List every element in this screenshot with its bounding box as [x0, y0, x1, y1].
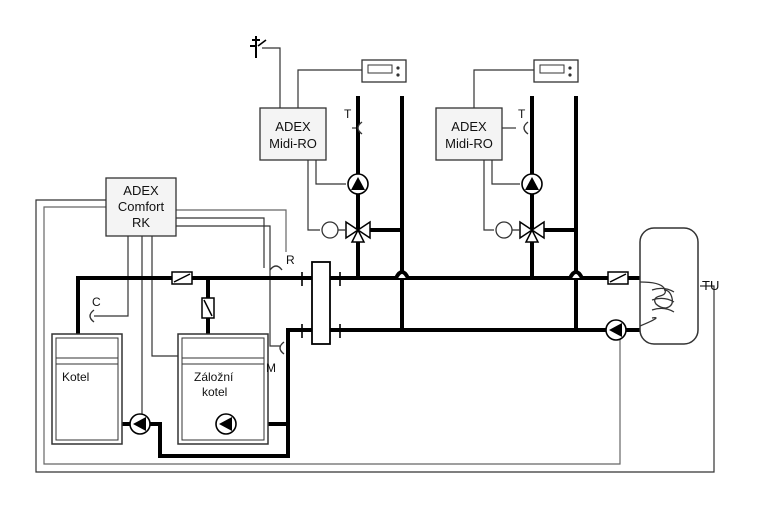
midi-right-line-2: Midi-RO [445, 136, 493, 151]
backup-check-valve [201, 297, 215, 319]
right-valve-wire [483, 160, 494, 231]
backup-boiler-label-2: kotel [202, 385, 227, 399]
midi-left-line-2: Midi-RO [269, 136, 317, 151]
left-t-sensor-label: T [344, 107, 352, 121]
r-sensor-wire [176, 217, 265, 268]
backup-boiler [177, 333, 269, 445]
tank-coil-turns [639, 287, 675, 327]
left-circuit-pump-icon [347, 173, 369, 195]
separator-flanges [301, 272, 341, 338]
left-mixing-valve-icon [321, 220, 371, 243]
midi-right-line-1: ADEX [451, 119, 487, 134]
right-circuit-pump-icon [521, 173, 543, 195]
backup-pump-icon [215, 413, 237, 435]
right-t-sensor-label: T [518, 107, 526, 121]
hydraulic-separator [311, 261, 331, 345]
tu-sensor-label: TU [702, 278, 719, 293]
r-sensor-icon [269, 265, 283, 271]
backup-boiler-wire [151, 236, 180, 357]
m-sensor-label: M [266, 361, 276, 375]
right-room-unit-wire [473, 69, 534, 108]
comfort-line-3: RK [132, 215, 150, 230]
left-room-unit [361, 59, 407, 83]
antenna-icon [250, 36, 267, 58]
comfort-line-2: Comfort [118, 199, 165, 214]
left-room-unit-wire [297, 69, 362, 108]
midi-left-line-1: ADEX [275, 119, 311, 134]
backup-boiler-label-1: Záložní [194, 370, 234, 384]
c-sensor-wire [94, 236, 129, 317]
right-crossover [568, 270, 584, 279]
kotel-boiler [51, 333, 123, 445]
tu-sensor-wire [35, 199, 715, 473]
kotel-pump-icon [129, 413, 151, 435]
comfort-line-1: ADEX [123, 183, 159, 198]
kotel-label: Kotel [62, 370, 89, 384]
right-pump-wire [491, 160, 520, 185]
antenna-wire [262, 47, 281, 108]
storage-tank [639, 227, 699, 345]
m-sensor-icon [279, 341, 285, 355]
right-room-unit [533, 59, 579, 83]
adex-comfort-controller [105, 177, 177, 237]
adex-midi-right-controller [435, 107, 503, 161]
left-valve-wire [307, 160, 320, 231]
m-sensor-wire [176, 225, 280, 347]
pump-main-wire [43, 206, 621, 465]
supply-check-valve [171, 271, 193, 285]
c-sensor-icon [89, 309, 95, 323]
left-pump-wire [315, 160, 346, 185]
left-crossover [394, 270, 410, 279]
right-mixing-valve-icon [495, 220, 545, 243]
left-t-sensor-icon [357, 121, 363, 135]
aux-wire [176, 209, 287, 252]
right-t-sensor-icon [523, 121, 529, 135]
tank-pump-icon [605, 319, 627, 341]
r-sensor-label: R [286, 253, 295, 267]
tank-check-valve [607, 271, 629, 285]
adex-midi-left-controller [259, 107, 327, 161]
c-sensor-label: C [92, 295, 101, 309]
